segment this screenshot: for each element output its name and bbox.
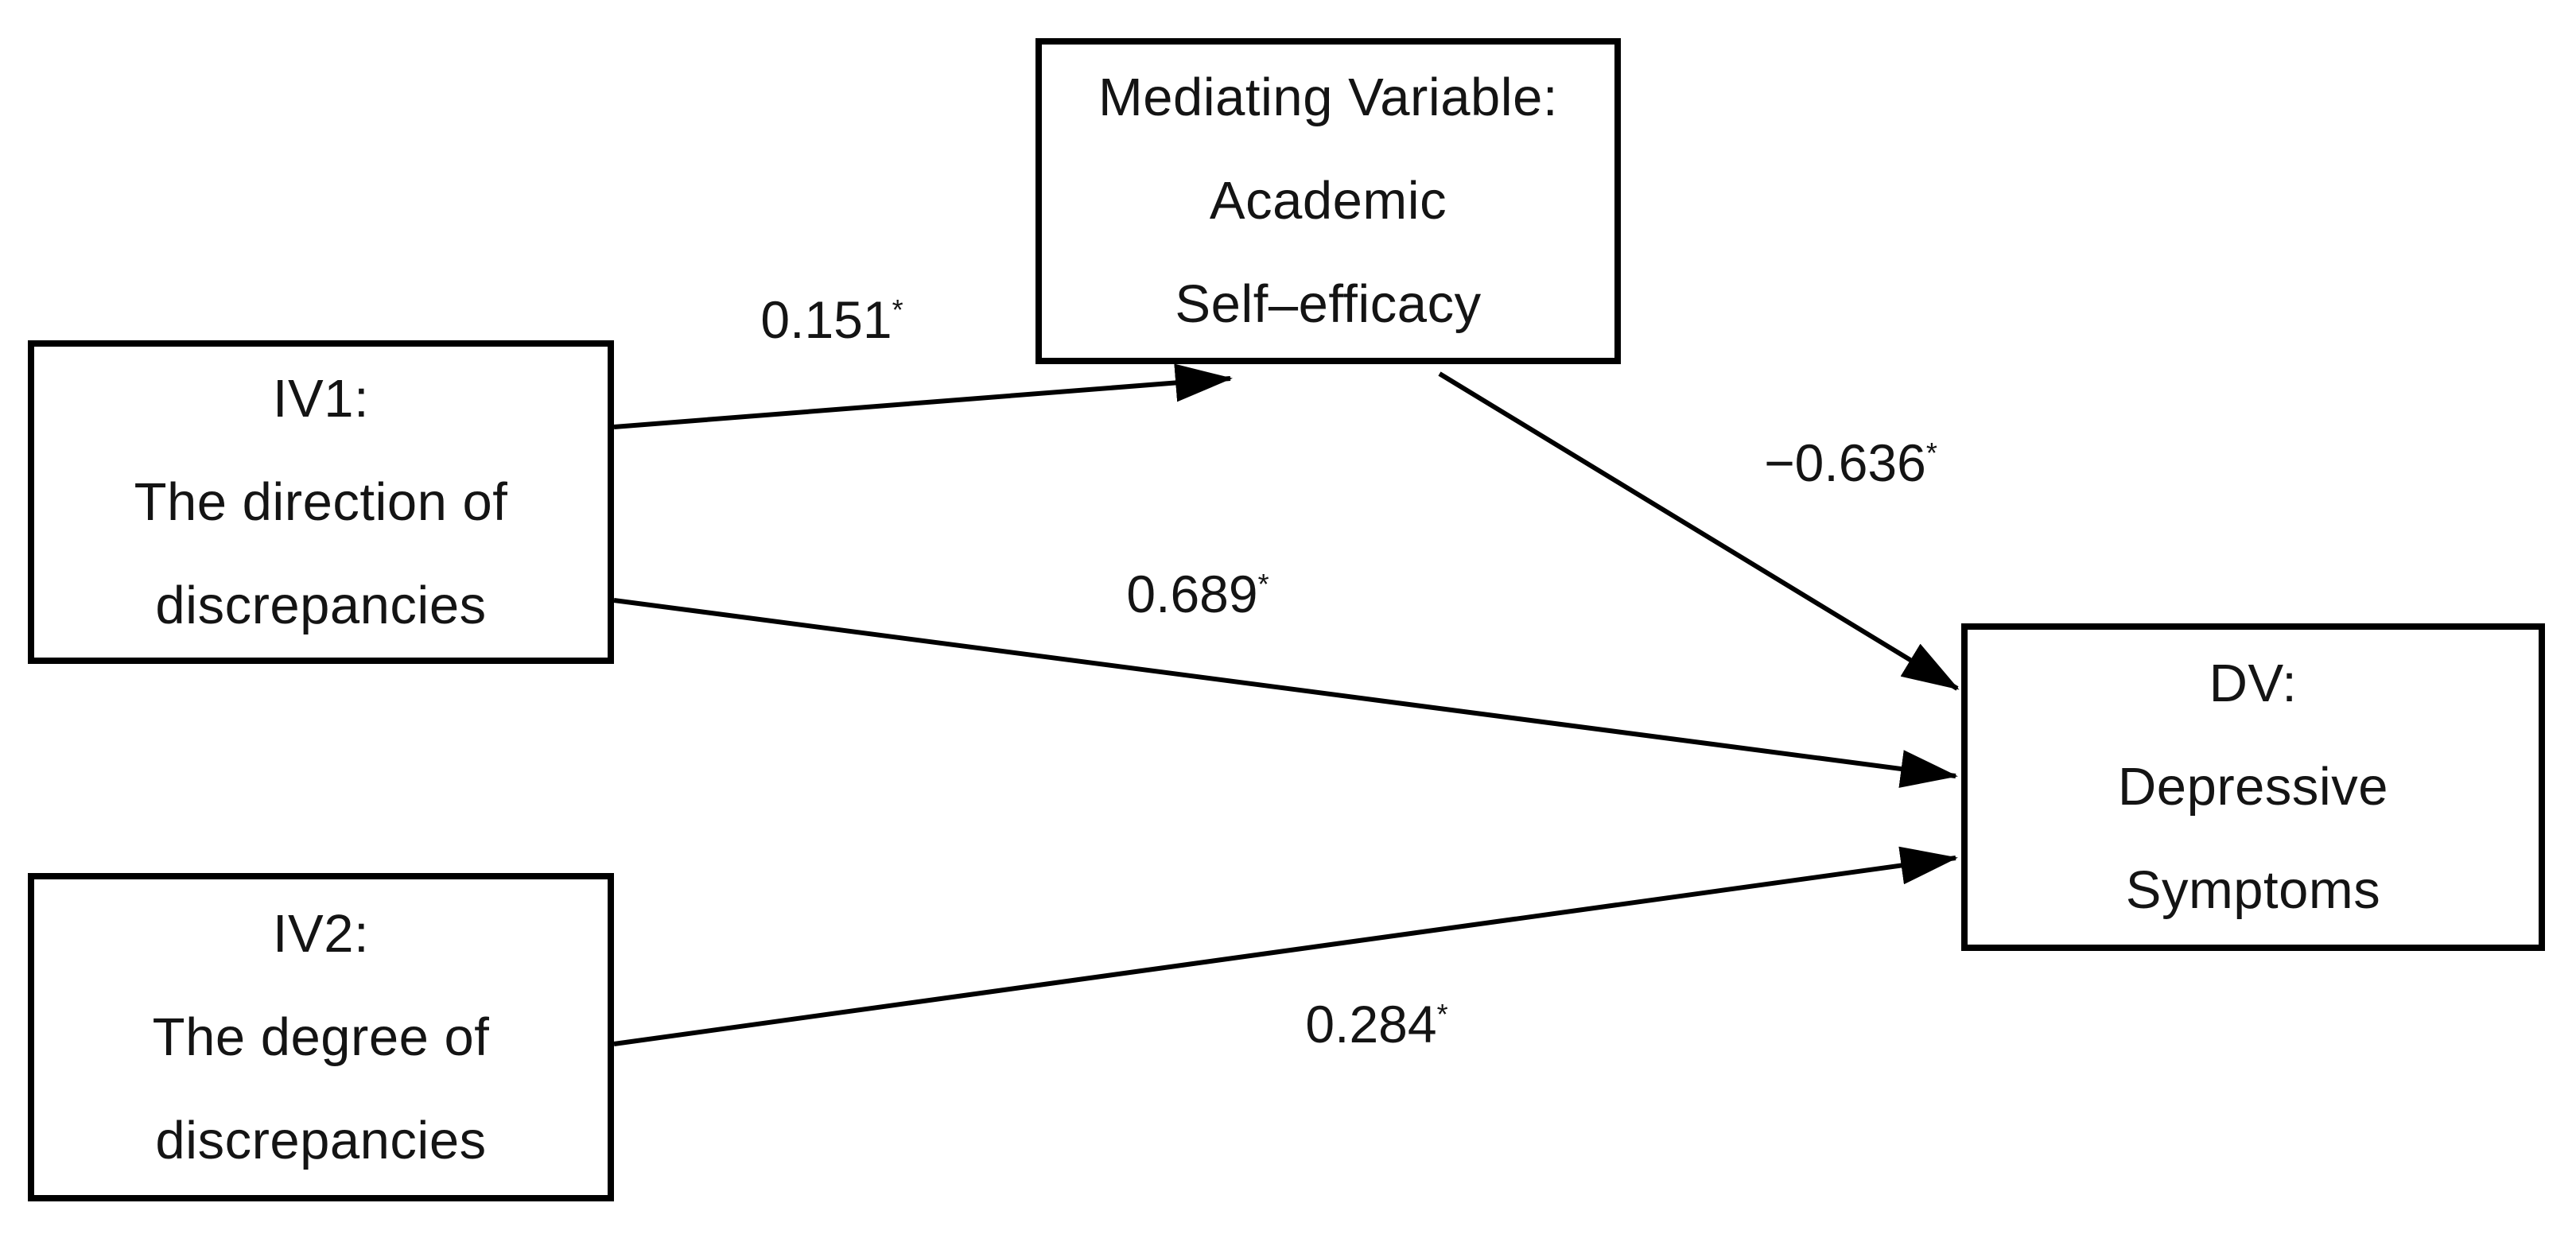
node-iv1: IV1: The direction of discrepancies — [28, 340, 614, 664]
arrow-iv1-to-dv — [613, 598, 1958, 788]
node-iv1-title: IV1: — [272, 368, 370, 429]
edge-label-iv2-dv: 0.284* — [1305, 994, 1447, 1054]
significance-star: * — [1436, 998, 1448, 1030]
arrow-mediator-to-dv — [1438, 371, 1960, 691]
node-mediator-line2: Academic — [1209, 171, 1447, 231]
node-dv-line2: Depressive — [2117, 757, 2389, 817]
node-mediator-title: Mediating Variable: — [1098, 68, 1559, 127]
arrow-iv1-to-mediator — [613, 363, 1233, 429]
edge-label-iv1-mediator: 0.151* — [760, 289, 903, 350]
significance-star: * — [1257, 568, 1269, 600]
node-iv2-title: IV2: — [272, 903, 370, 964]
node-iv1-line2: The direction of — [134, 471, 508, 532]
coefficient-value: 0.689 — [1126, 565, 1258, 623]
node-mediator: Mediating Variable: Academic Self–effica… — [1035, 38, 1621, 364]
node-iv1-line3: discrepancies — [155, 575, 487, 635]
edge-label-mediator-dv: −0.636* — [1764, 433, 1937, 493]
coefficient-value: 0.151 — [760, 290, 892, 349]
significance-star: * — [892, 293, 903, 326]
significance-star: * — [1925, 437, 1937, 469]
node-dv-line3: Symptoms — [2125, 860, 2381, 920]
node-dv-title: DV: — [2209, 654, 2298, 713]
coefficient-value: −0.636 — [1764, 433, 1926, 492]
node-iv2: IV2: The degree of discrepancies — [28, 873, 614, 1201]
node-iv2-line3: discrepancies — [155, 1110, 487, 1170]
node-mediator-line3: Self–efficacy — [1175, 274, 1482, 334]
arrow-iv2-to-dv — [613, 846, 1958, 1046]
node-iv2-line2: The degree of — [152, 1007, 490, 1067]
edge-label-iv1-dv: 0.689* — [1126, 564, 1269, 624]
node-dv: DV: Depressive Symptoms — [1961, 623, 2545, 951]
coefficient-value: 0.284 — [1305, 995, 1437, 1054]
